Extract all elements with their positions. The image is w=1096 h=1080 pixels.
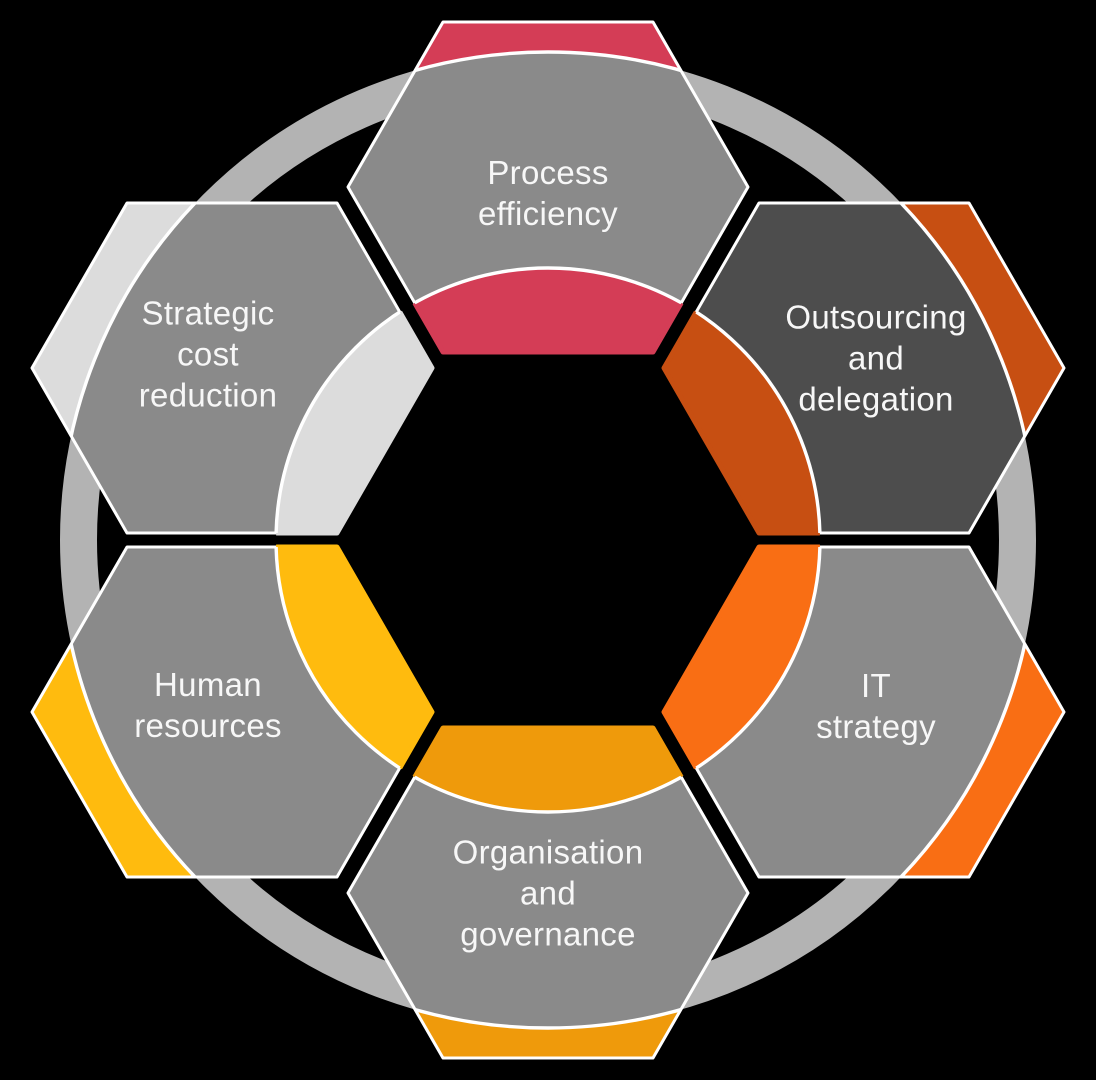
node-process-efficiency: Process efficiency: [345, 20, 751, 355]
organisation-and-governance-inner-arc: [348, 728, 748, 814]
strategic-cost-reduction-band: [60, 203, 432, 533]
it-strategy-label-line: strategy: [816, 708, 936, 745]
it-strategy-band: [664, 547, 1036, 877]
process-efficiency-outer-arc: [348, 50, 748, 352]
outsourcing-and-delegation-label: Outsourcing and delegation: [785, 299, 966, 418]
organisation-and-governance-label-line: governance: [460, 916, 635, 953]
outsourcing-and-delegation-label-line: and: [848, 340, 904, 377]
human-resources-label: Human resources: [134, 666, 282, 744]
process-efficiency-label-line: Process: [487, 154, 608, 191]
organisation-and-governance-label: Organisation and governance: [453, 834, 644, 953]
strategic-cost-reduction-label: Strategic cost reduction: [139, 295, 277, 414]
outsourcing-and-delegation-band: [664, 203, 1036, 533]
organisation-and-governance-label-line: and: [520, 875, 576, 912]
human-resources-band: [60, 547, 432, 877]
organisation-and-governance-outer-arc: [348, 728, 748, 1030]
strategic-cost-reduction-label-line: Strategic: [142, 295, 275, 332]
node-outsourcing-and-delegation: Outsourcing and delegation: [661, 201, 1066, 536]
node-organisation-and-governance: Organisation and governance: [345, 725, 751, 1060]
human-resources-label-line: resources: [134, 707, 282, 744]
process-efficiency-inner-arc: [348, 266, 748, 352]
node-it-strategy: IT strategy: [661, 544, 1066, 879]
outsourcing-and-delegation-label-line: Outsourcing: [785, 299, 966, 336]
process-efficiency-label: Process efficiency: [478, 154, 618, 232]
it-strategy-label-line: IT: [861, 667, 891, 704]
human-resources-label-line: Human: [154, 666, 262, 703]
process-efficiency-label-line: efficiency: [478, 195, 618, 232]
outsourcing-and-delegation-label-line: delegation: [798, 381, 953, 418]
strategic-cost-reduction-label-line: cost: [177, 336, 239, 373]
organisation-and-governance-label-line: Organisation: [453, 834, 644, 871]
node-human-resources: Human resources: [30, 544, 435, 879]
it-strategy-label: IT strategy: [816, 667, 936, 745]
node-strategic-cost-reduction: Strategic cost reduction: [30, 201, 435, 536]
strategic-cost-reduction-label-line: reduction: [139, 377, 277, 414]
